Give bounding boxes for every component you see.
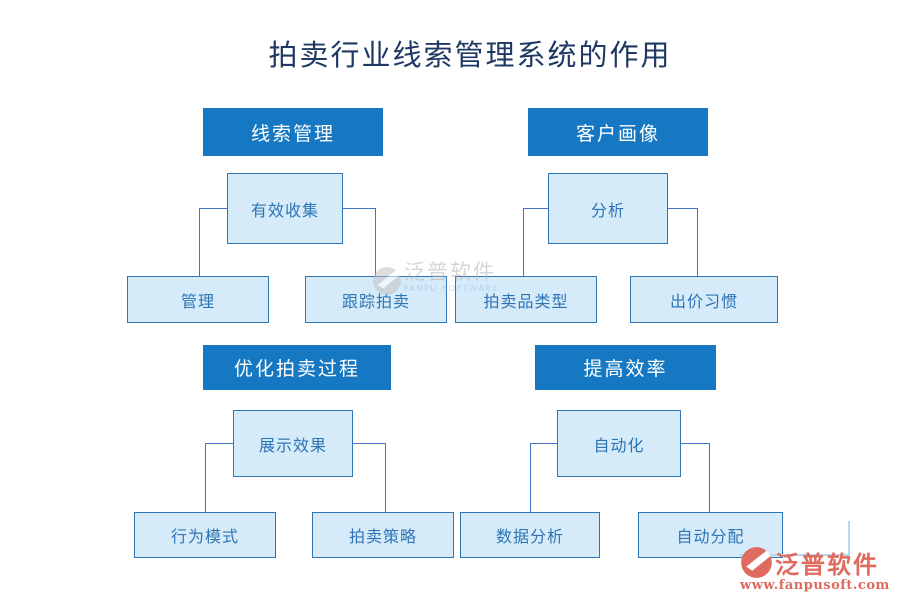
header-lead-management: 线索管理 (203, 108, 383, 156)
connector-line (530, 443, 531, 512)
connector-line (205, 443, 233, 444)
brand-footer-row: 泛普软件 (740, 545, 890, 580)
node-auction-strategy: 拍卖策略 (312, 512, 454, 558)
header-optimize-auction-process: 优化拍卖过程 (203, 345, 391, 390)
connector-line (205, 443, 206, 512)
connector-line (681, 443, 709, 444)
canvas-edge-line-v (848, 521, 850, 556)
node-data-analysis: 数据分析 (460, 512, 600, 558)
connector-line (199, 208, 200, 276)
canvas-edge-line-h (740, 554, 850, 556)
diagram-title: 拍卖行业线索管理系统的作用 (268, 38, 672, 72)
brand-url-text: www.fanpusoft.com (740, 578, 890, 593)
connector-line (523, 208, 548, 209)
node-effective-collection: 有效收集 (227, 173, 343, 244)
fanpu-logo-icon (740, 546, 773, 579)
header-improve-efficiency: 提高效率 (535, 345, 716, 390)
connector-line (530, 443, 557, 444)
brand-footer: 泛普软件 www.fanpusoft.com (740, 545, 890, 593)
node-bidding-habits: 出价习惯 (630, 276, 778, 323)
connector-line (199, 208, 227, 209)
connector-line (668, 208, 697, 209)
node-auction-item-type: 拍卖品类型 (455, 276, 597, 323)
connector-line (343, 208, 375, 209)
node-track-auction: 跟踪拍卖 (305, 276, 447, 323)
connector-line (385, 443, 386, 512)
connector-line (353, 443, 385, 444)
connector-line (523, 208, 524, 276)
connector-line (697, 208, 698, 276)
node-automation: 自动化 (557, 410, 681, 477)
node-display-effect: 展示效果 (233, 410, 353, 477)
connector-line (709, 443, 710, 512)
connector-line (375, 208, 376, 276)
header-customer-profile: 客户画像 (528, 108, 708, 156)
node-management: 管理 (127, 276, 269, 323)
node-behavior-pattern: 行为模式 (134, 512, 276, 558)
brand-name-text: 泛普软件 (775, 550, 879, 579)
node-analysis: 分析 (548, 173, 668, 244)
